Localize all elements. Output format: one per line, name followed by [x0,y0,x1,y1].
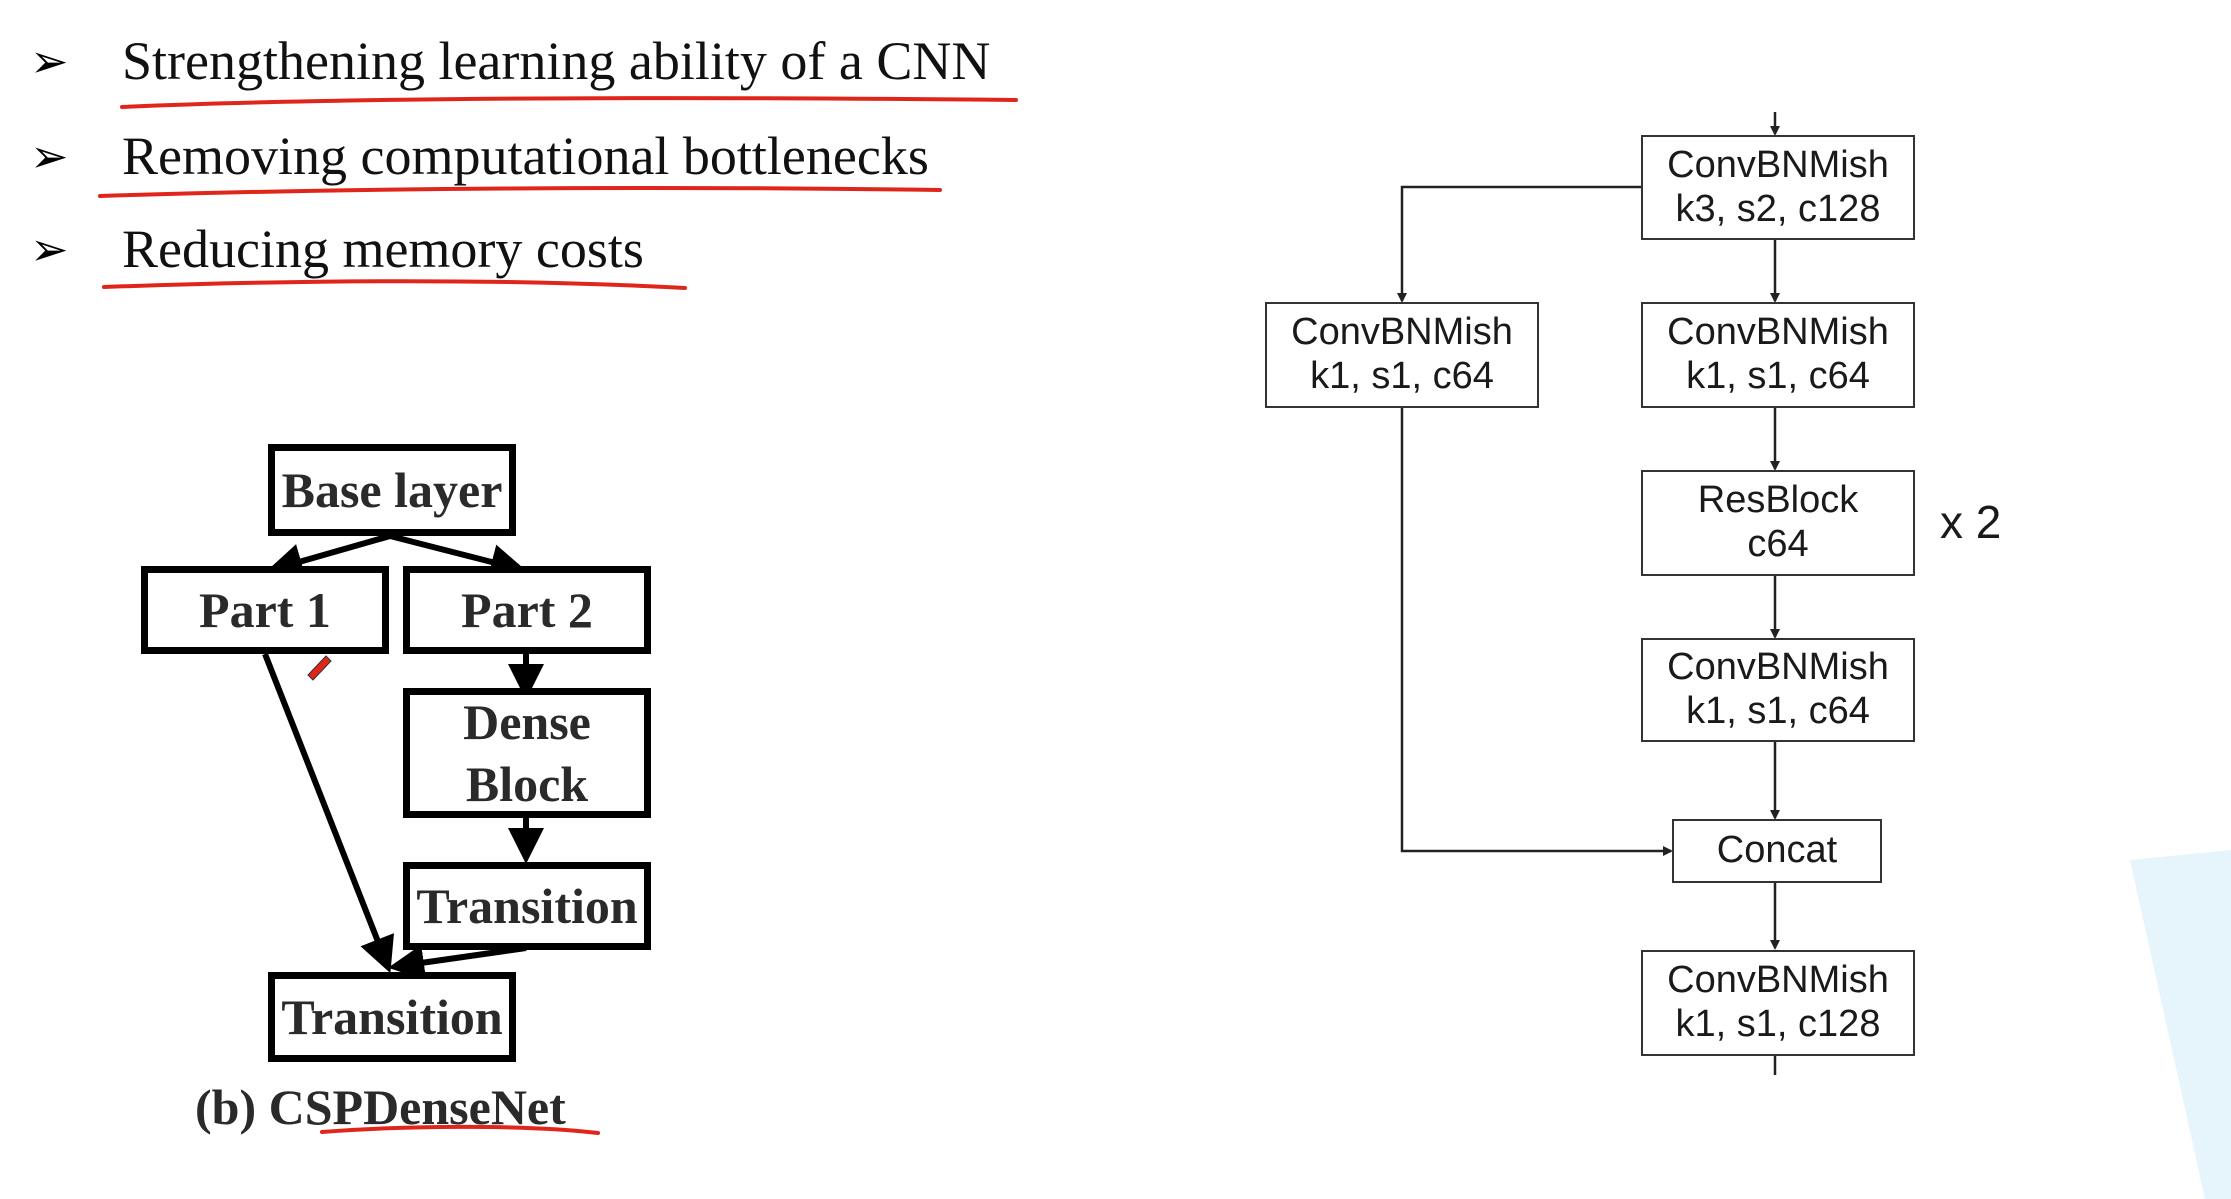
concat-label: Concat [1716,829,1838,872]
bullet-list: ➢ Strengthening learning ability of a CN… [0,0,1100,320]
bullet-text: Removing computational bottlenecks [122,126,929,186]
conv-top-box: ConvBNMish k3, s2, c128 [1641,135,1915,240]
edge-top-to-left [1397,185,1641,303]
box-label-line2: c64 [1747,523,1809,565]
dense-block-box: Dense Block [403,688,651,818]
box-label-line2: k3, s2, c128 [1675,187,1881,230]
dense-block-label-line1: Dense [463,693,591,750]
arrow-bullet-icon: ➢ [30,222,69,276]
resblock-box: ResBlock c64 [1641,470,1915,576]
part1-label: Part 1 [199,581,331,638]
conv-mid-box: ConvBNMish k1, s1, c64 [1641,638,1915,742]
bullet-text: Reducing memory costs [122,219,644,279]
arrow-bullet-icon: ➢ [30,34,69,88]
conv-right-box: ConvBNMish k1, s1, c64 [1641,302,1915,408]
diagram-caption: (b) CSPDenseNet [195,1079,566,1135]
transition-inner-box: Transition [403,862,651,950]
edge-base-to-part2 [389,533,527,580]
box-label-line2: k1, s1, c128 [1675,1003,1881,1045]
box-label-line2: k1, s1, c64 [1310,355,1494,397]
part2-label: Part 2 [461,581,593,638]
repeat-label: x 2 [1940,496,2002,548]
part1-box: Part 1 [141,566,389,654]
edge-left-to-concat [1400,408,1673,856]
box-label-line1: ConvBNMish [1291,311,1513,354]
part2-box: Part 2 [403,566,651,654]
box-label-line1: ConvBNMish [1667,311,1889,354]
arrow-bullet-icon: ➢ [30,129,69,183]
box-label-line2: k1, s1, c64 [1686,355,1870,397]
transition-outer-box: Transition [268,972,516,1062]
conv-left-box: ConvBNMish k1, s1, c64 [1265,302,1539,408]
transition-outer-label: Transition [281,988,503,1045]
edge-transition-to-transition [388,944,527,981]
dense-block-label-line2: Block [465,756,589,812]
conv-bottom-box: ConvBNMish k1, s1, c128 [1641,950,1915,1056]
box-label-line1: ConvBNMish [1667,143,1889,186]
base-layer-label: Base layer [281,461,503,518]
decorative-blue-shape [2130,850,2231,1199]
edge-part1-to-transition [262,652,394,974]
concat-box: Concat [1672,819,1882,883]
box-label-line1: ConvBNMish [1667,959,1889,1002]
base-layer-box: Base layer [268,444,516,536]
box-label-line1: ResBlock [1697,479,1859,522]
bullet-text: Strengthening learning ability of a CNN [122,31,991,91]
box-label-line2: k1, s1, c64 [1686,690,1870,732]
box-label-line1: ConvBNMish [1667,646,1889,689]
transition-inner-label: Transition [416,877,638,934]
edge-base-to-part1 [266,533,391,579]
